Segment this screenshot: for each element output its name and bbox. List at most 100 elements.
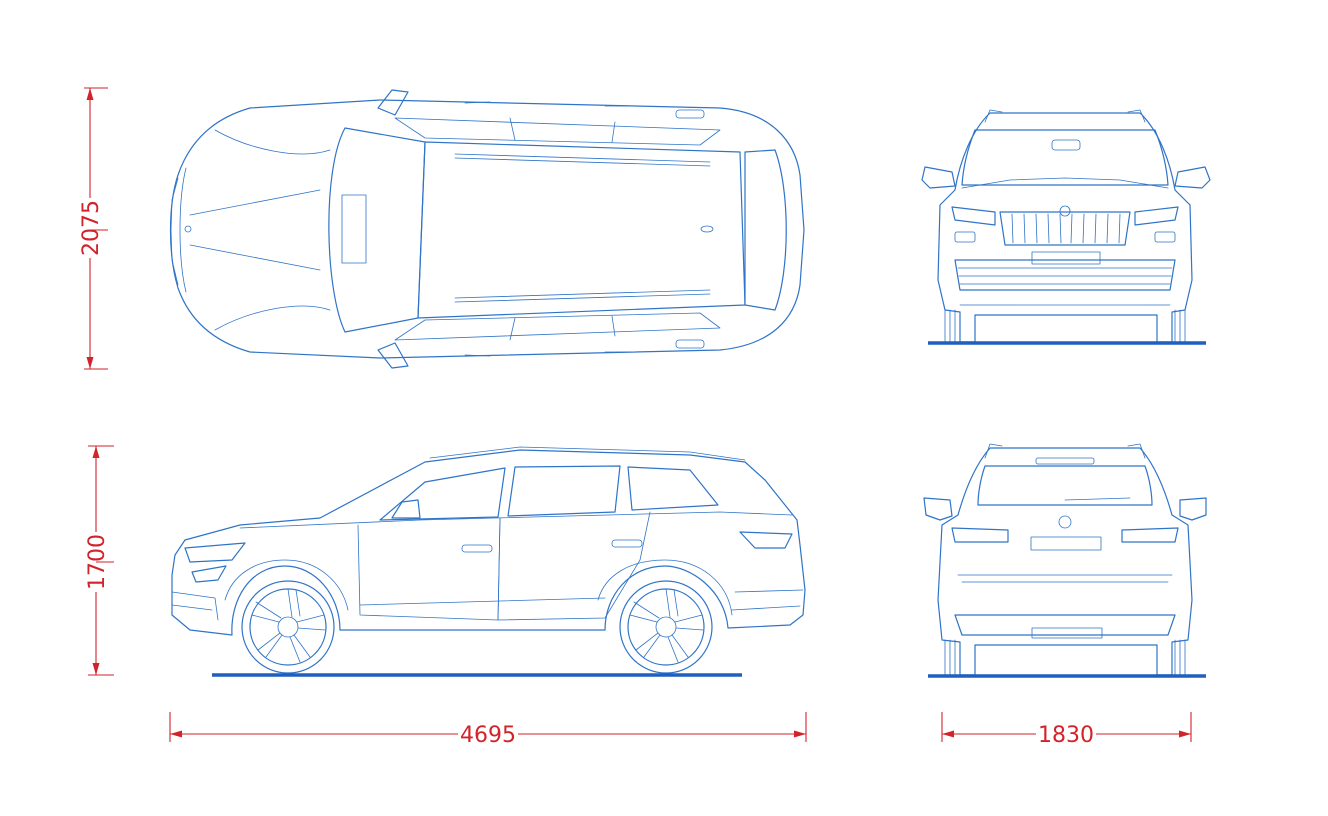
dimension-label-2075: 2075 <box>79 200 104 256</box>
side-view-wheel-rear <box>619 580 713 674</box>
front-view-foglamp-right <box>1154 231 1176 243</box>
rear-view-lower-plate <box>1031 627 1103 639</box>
top-view-roof-rail-left <box>454 153 711 163</box>
rear-view-tyre-left <box>944 639 956 676</box>
dimension-label-1830: 1830 <box>1038 723 1094 748</box>
side-view-shoulder-line <box>239 511 793 529</box>
front-view <box>921 109 1211 345</box>
rear-view-roof-rail-left <box>984 443 1003 459</box>
front-view-intake-mesh <box>957 267 1173 285</box>
top-view-bonnet-line-3 <box>214 129 331 155</box>
front-view-body-outline <box>937 112 1193 343</box>
top-view-windscreen <box>328 127 426 333</box>
side-view-window-front <box>379 467 506 521</box>
front-view-windscreen <box>961 129 1169 186</box>
rear-view-tail-lamp-left <box>951 527 1009 543</box>
side-view-arch-front <box>224 559 349 611</box>
dimension-length: 4695 <box>169 712 807 748</box>
top-view-rear-window <box>744 149 787 311</box>
top-view-bonnet-line-2 <box>189 244 321 271</box>
top-view-sunroof-hatch <box>341 194 367 264</box>
dimension-width-mirrors: 2075 <box>79 87 108 370</box>
front-view-grille <box>999 211 1131 246</box>
side-view-rear-bumper <box>731 589 804 611</box>
top-view-front-grille <box>170 177 179 286</box>
top-view-c-pillar-right <box>611 315 616 337</box>
side-view-window-rear <box>507 465 621 517</box>
top-view-b-pillar-right <box>509 317 516 341</box>
rear-view-badge-icon <box>1058 515 1072 529</box>
front-view-headlight-right <box>1134 206 1179 226</box>
front-view-tyre-right <box>1174 309 1186 343</box>
top-view-roof-rail-right <box>454 293 711 303</box>
side-view-handle-front <box>461 544 493 553</box>
top-view-roof-rail-left-2 <box>454 157 711 167</box>
side-view-roof-rail <box>429 446 746 461</box>
top-view <box>169 89 805 369</box>
front-view-headlight-left <box>951 206 996 226</box>
rear-view-roof-rail-right <box>1127 443 1146 459</box>
side-view-headlight <box>184 542 246 563</box>
dimension-label-4695: 4695 <box>460 723 516 748</box>
front-view-plate <box>1031 251 1101 265</box>
dimension-width: 1830 <box>941 712 1192 748</box>
rear-view-wiper <box>1064 497 1131 501</box>
top-view-badge-icon <box>184 225 192 233</box>
side-view-tail-lamp <box>739 531 793 549</box>
rear-view <box>923 443 1207 678</box>
dimension-height: 1700 <box>85 445 114 676</box>
front-view-tyre-left <box>944 309 956 343</box>
top-view-antenna-icon <box>700 225 714 233</box>
rear-view-rear-window <box>977 465 1153 506</box>
side-view-foglamp <box>191 565 227 583</box>
front-view-mirror-left <box>921 166 956 189</box>
top-view-roof-panel <box>417 141 746 319</box>
side-view-front-bumper <box>171 591 219 621</box>
front-view-foglamp-left <box>954 231 976 243</box>
front-view-mirror-right <box>1174 166 1211 189</box>
dimension-label-1700: 1700 <box>85 534 110 590</box>
side-view-arch-rear <box>597 559 733 616</box>
top-view-roof-rail-right-2 <box>454 289 711 299</box>
side-view-door-rear <box>497 511 651 621</box>
side-view-handle-rear <box>611 539 643 548</box>
rear-view-tail-lamp-right <box>1121 527 1179 543</box>
side-view-body-outline <box>171 449 806 636</box>
top-view-mirror-right <box>377 342 409 369</box>
rear-view-mirror-left <box>923 497 953 521</box>
rear-view-plate <box>1030 536 1102 551</box>
front-view-roof-rail-right <box>1127 109 1146 123</box>
front-view-lower-intake <box>954 259 1176 291</box>
top-view-c-pillar-left <box>611 121 616 143</box>
front-view-roof-rail-left <box>984 109 1003 123</box>
rear-view-diffuser <box>954 614 1176 636</box>
top-view-front-grille-inner <box>179 167 187 293</box>
top-view-handle-front-right <box>464 354 491 357</box>
rear-view-brake-light <box>1035 457 1095 465</box>
side-view-window-quarter <box>627 466 719 511</box>
top-view-b-pillar-left <box>509 117 516 141</box>
top-view-body-outline <box>169 99 805 359</box>
side-view-wheel-front <box>241 580 335 674</box>
rear-view-tyre-right <box>1174 639 1186 676</box>
top-view-tail-lamp-right <box>675 339 705 349</box>
rear-view-mirror-right <box>1179 497 1207 521</box>
top-view-tail-lamp-left <box>675 109 705 119</box>
front-view-grille-slats <box>1011 213 1121 244</box>
top-view-handle-front-left <box>464 101 491 104</box>
rear-view-tailgate-lines <box>957 574 1173 583</box>
top-view-side-glass-right <box>394 312 721 341</box>
top-view-side-glass-left <box>394 117 721 146</box>
side-view-sill-line <box>359 597 606 606</box>
rear-view-body-outline <box>937 447 1193 676</box>
front-view-badge-icon <box>1059 205 1071 217</box>
front-view-bonnet <box>961 177 1169 189</box>
front-view-rear-mirror <box>1051 139 1081 151</box>
top-view-mirror-left <box>377 89 409 116</box>
top-view-bonnet-line-4 <box>214 305 331 331</box>
top-view-bonnet-line-1 <box>189 189 321 216</box>
side-view <box>171 446 806 677</box>
side-view-mirror <box>391 499 421 519</box>
